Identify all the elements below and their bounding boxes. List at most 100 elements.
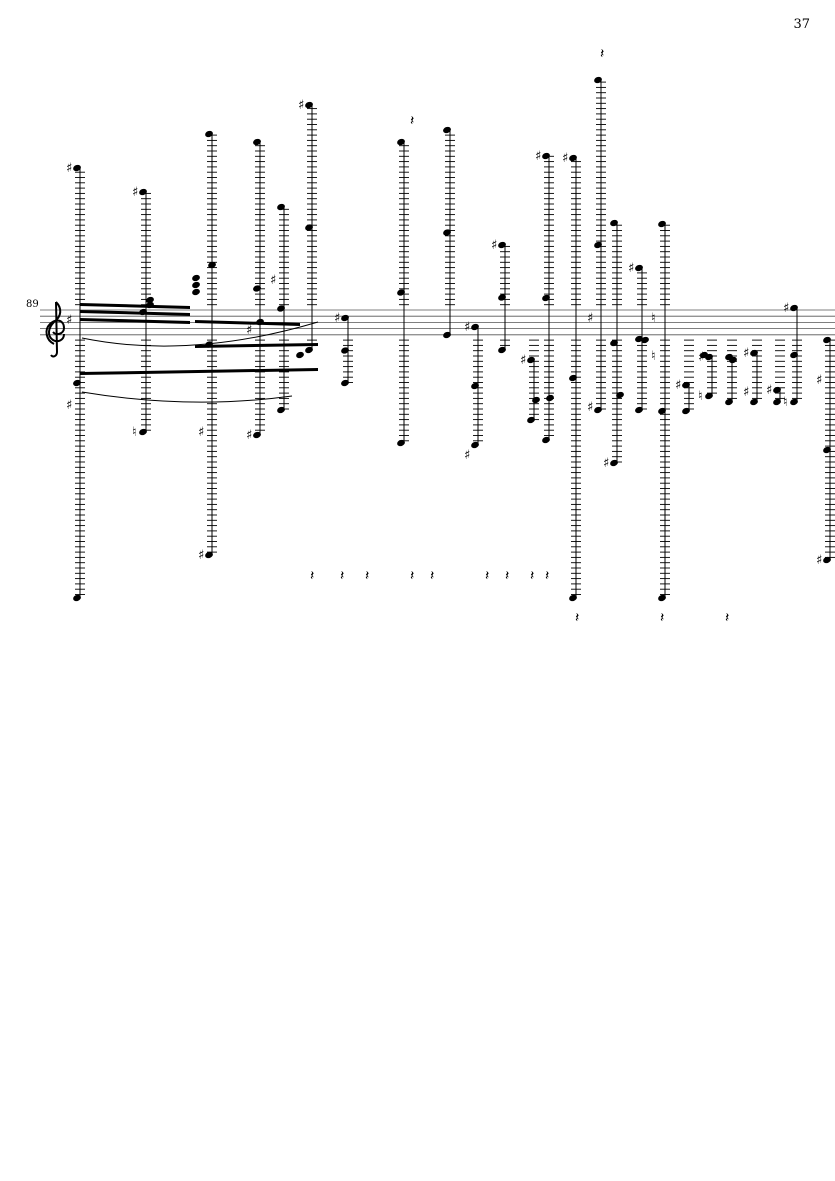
sharp-accidental: ♯ (334, 311, 340, 326)
sharp-accidental: ♯ (628, 261, 634, 276)
notehead (610, 459, 618, 467)
natural-accidental: ♮ (132, 425, 137, 440)
rest-icon: 𝄽 (365, 568, 369, 584)
beam (80, 318, 190, 324)
accidentals: ♯♯♯♯♮♯♯♯♯♯♯♯♯♯♯♯♯♯♯♯♯♯♮♮♯♯♮♯♯♯♯♮♯♯ (66, 98, 822, 568)
notehead (635, 335, 643, 343)
notehead (610, 339, 618, 347)
sharp-accidental: ♯ (132, 185, 138, 200)
sharp-accidental: ♯ (783, 301, 789, 316)
treble-clef-icon (45, 301, 66, 358)
notehead (750, 349, 758, 357)
notehead (682, 381, 690, 389)
notehead (341, 347, 349, 354)
sharp-accidental: ♯ (270, 273, 276, 288)
sharp-accidental: ♯ (535, 149, 541, 164)
rest-icon: 𝄽 (340, 568, 344, 584)
notehead (397, 439, 405, 447)
notehead (750, 398, 758, 406)
notehead (139, 428, 147, 436)
rest-icon: 𝄽 (725, 610, 729, 626)
notehead (546, 394, 554, 402)
notehead (205, 341, 213, 348)
slurs (81, 321, 319, 403)
notehead (305, 101, 313, 109)
notehead (443, 331, 451, 339)
notehead (569, 594, 577, 602)
notehead (700, 351, 708, 359)
notehead (773, 398, 781, 406)
notehead (397, 138, 405, 146)
notehead (341, 379, 349, 387)
notehead (73, 594, 81, 602)
natural-accidental: ♮ (783, 395, 788, 410)
notehead (341, 314, 349, 322)
natural-accidental: ♮ (698, 389, 703, 404)
notehead (305, 224, 313, 231)
notehead (705, 392, 713, 400)
sharp-accidental: ♯ (246, 323, 252, 338)
notehead (471, 323, 479, 331)
notehead (192, 281, 200, 289)
rest-icon: 𝄽 (310, 568, 314, 584)
notehead (594, 241, 602, 249)
natural-accidental: ♮ (651, 311, 656, 326)
notehead (73, 379, 81, 387)
notehead (208, 261, 216, 269)
noteheads (73, 76, 831, 602)
sharp-accidental: ♯ (198, 548, 204, 563)
notehead (73, 164, 81, 172)
notehead (823, 336, 831, 344)
sharp-accidental: ♯ (298, 98, 304, 113)
sharp-accidental: ♯ (743, 346, 749, 361)
notehead (532, 396, 540, 404)
sharp-accidental: ♯ (66, 161, 72, 176)
notehead (641, 336, 649, 344)
notehead (790, 304, 798, 312)
notehead (569, 154, 577, 162)
sharp-accidental: ♯ (246, 428, 252, 443)
sharp-accidental: ♯ (816, 373, 822, 388)
notehead (725, 398, 733, 406)
beam (195, 343, 318, 348)
notehead (594, 76, 602, 84)
notehead (569, 374, 577, 382)
notehead (253, 138, 261, 146)
notehead (498, 241, 506, 249)
slur (81, 391, 293, 403)
sharp-accidental: ♯ (464, 448, 470, 463)
sharp-accidental: ♯ (66, 313, 72, 328)
notehead (682, 407, 690, 415)
beam (195, 320, 300, 326)
notehead (256, 318, 264, 326)
rest-icon: 𝄽 (430, 568, 434, 584)
sharp-accidental: ♯ (464, 320, 470, 335)
rest-icon: 𝄽 (530, 568, 534, 584)
notehead (610, 219, 618, 227)
notehead (773, 386, 781, 394)
notehead (527, 356, 535, 364)
notehead (205, 551, 213, 559)
notehead (192, 274, 200, 282)
beam (80, 310, 190, 316)
sharp-accidental: ♯ (520, 353, 526, 368)
notehead (658, 220, 666, 228)
page-number: 37 (793, 17, 810, 32)
sharp-accidental: ♯ (491, 238, 497, 253)
notehead (498, 346, 506, 354)
notehead (823, 446, 831, 454)
notehead (146, 296, 154, 304)
note-beams (80, 303, 318, 375)
sharp-accidental: ♯ (698, 350, 704, 365)
beam (80, 368, 318, 375)
notehead (658, 407, 666, 415)
sharp-accidental: ♯ (562, 151, 568, 166)
slur (81, 321, 319, 347)
notehead (397, 289, 405, 296)
sharp-accidental: ♯ (587, 400, 593, 415)
notehead (790, 351, 798, 359)
notehead (253, 431, 261, 439)
notehead (443, 126, 451, 134)
notehead (823, 556, 831, 564)
sharp-accidental: ♯ (743, 385, 749, 400)
